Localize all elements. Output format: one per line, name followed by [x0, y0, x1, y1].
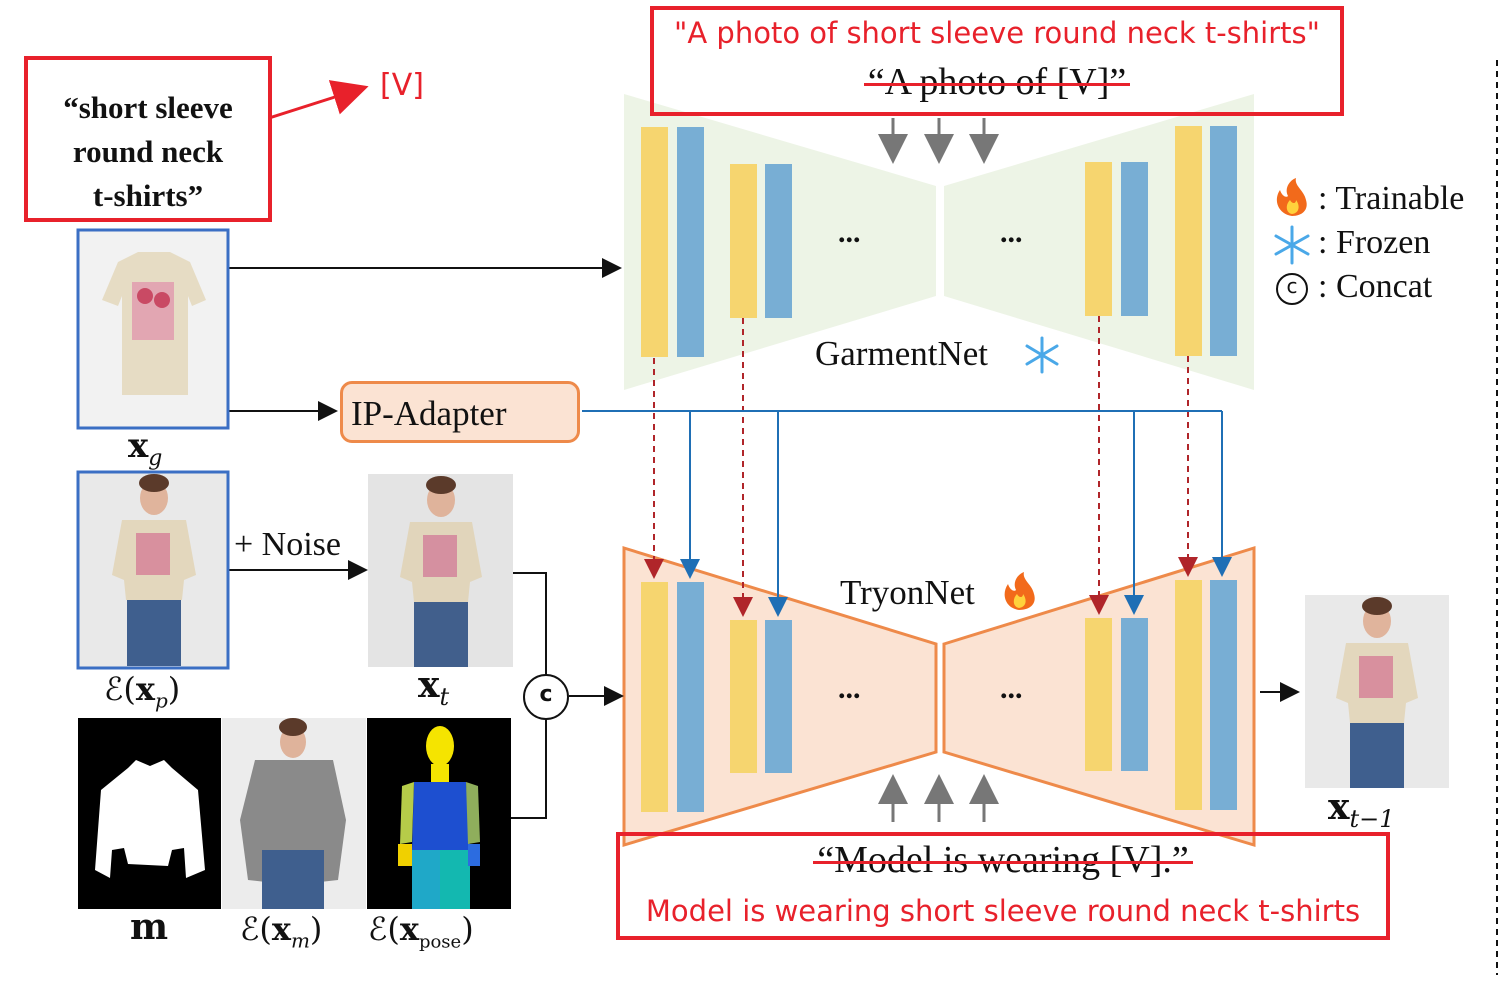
garment-prompt-old: “A photo of [V]”	[863, 61, 1130, 103]
garmentnet-snowflake-icon	[1025, 336, 1059, 374]
legend-concat-symbol: c	[1286, 274, 1298, 298]
encoded-pose-label: ℰ(xpose)	[368, 910, 474, 953]
mask-label: m	[130, 906, 169, 948]
output-photo	[1305, 595, 1449, 788]
ip-adapter-label: IP-Adapter	[351, 394, 507, 433]
output-label: xt−1	[1328, 786, 1395, 834]
garment-description-line3: t-shirts”	[92, 178, 204, 213]
garmentnet-blocks	[641, 126, 1237, 357]
flow-arrows	[229, 258, 1300, 819]
garment-feature-arrows	[644, 316, 1198, 617]
tryonnet-ellipsis-right: ...	[1000, 672, 1023, 705]
tryonnet-ellipsis-left: ...	[838, 672, 861, 705]
masked-person-image	[222, 718, 366, 909]
encoded-mask-label: ℰ(xm)	[240, 910, 323, 953]
person-photo	[76, 470, 230, 670]
xt-label: xt	[418, 664, 450, 712]
tryon-prompt-box: “Model is wearing [V].” Model is wearing…	[616, 832, 1390, 940]
legend-trainable: : Trainable	[1318, 180, 1465, 217]
concat-node-label: c	[539, 682, 553, 707]
circled-c-icon	[1276, 273, 1308, 305]
garment-prompt-new: "A photo of short sleeve round neck t-sh…	[674, 16, 1320, 50]
xg-label: xg	[128, 426, 163, 471]
concat-node	[523, 674, 569, 720]
noisy-person-photo	[368, 474, 513, 667]
tryon-prompt-old: “Model is wearing [V].”	[813, 839, 1194, 881]
tryonnet-flame-icon	[1004, 572, 1035, 610]
garment-prompt-arrows	[878, 118, 999, 164]
flame-icon	[1276, 178, 1307, 216]
garmentnet-ellipsis-left: ...	[838, 216, 861, 249]
garmentnet-ellipsis-right: ...	[1000, 216, 1023, 249]
token-label: [V]	[380, 68, 424, 103]
garment-prompt-box: "A photo of short sleeve round neck t-sh…	[650, 6, 1344, 116]
garment-photo	[76, 228, 230, 430]
garment-description-line2: round neck	[72, 134, 224, 169]
encoded-person-label: ℰ(xp)	[104, 670, 181, 713]
tryon-prompt-arrows	[878, 774, 999, 822]
noise-label: + Noise	[234, 526, 341, 563]
tryon-prompt-new: Model is wearing short sleeve round neck…	[645, 894, 1361, 928]
tryonnet-label: TryonNet	[840, 573, 975, 612]
legend-concat: : Concat	[1318, 268, 1433, 305]
ip-adapter-lines	[582, 410, 1232, 617]
garment-description-box: “short sleeve round neck t-shirts”	[24, 56, 272, 222]
snowflake-icon	[1274, 225, 1310, 265]
garmentnet-label: GarmentNet	[815, 334, 988, 373]
pose-map-image	[367, 718, 511, 909]
garment-description-line1: “short sleeve	[63, 90, 233, 125]
mask-image	[78, 718, 221, 909]
tryonnet-blocks	[641, 580, 1237, 812]
legend-frozen: : Frozen	[1318, 224, 1431, 261]
ip-adapter-box: IP-Adapter	[340, 381, 580, 443]
